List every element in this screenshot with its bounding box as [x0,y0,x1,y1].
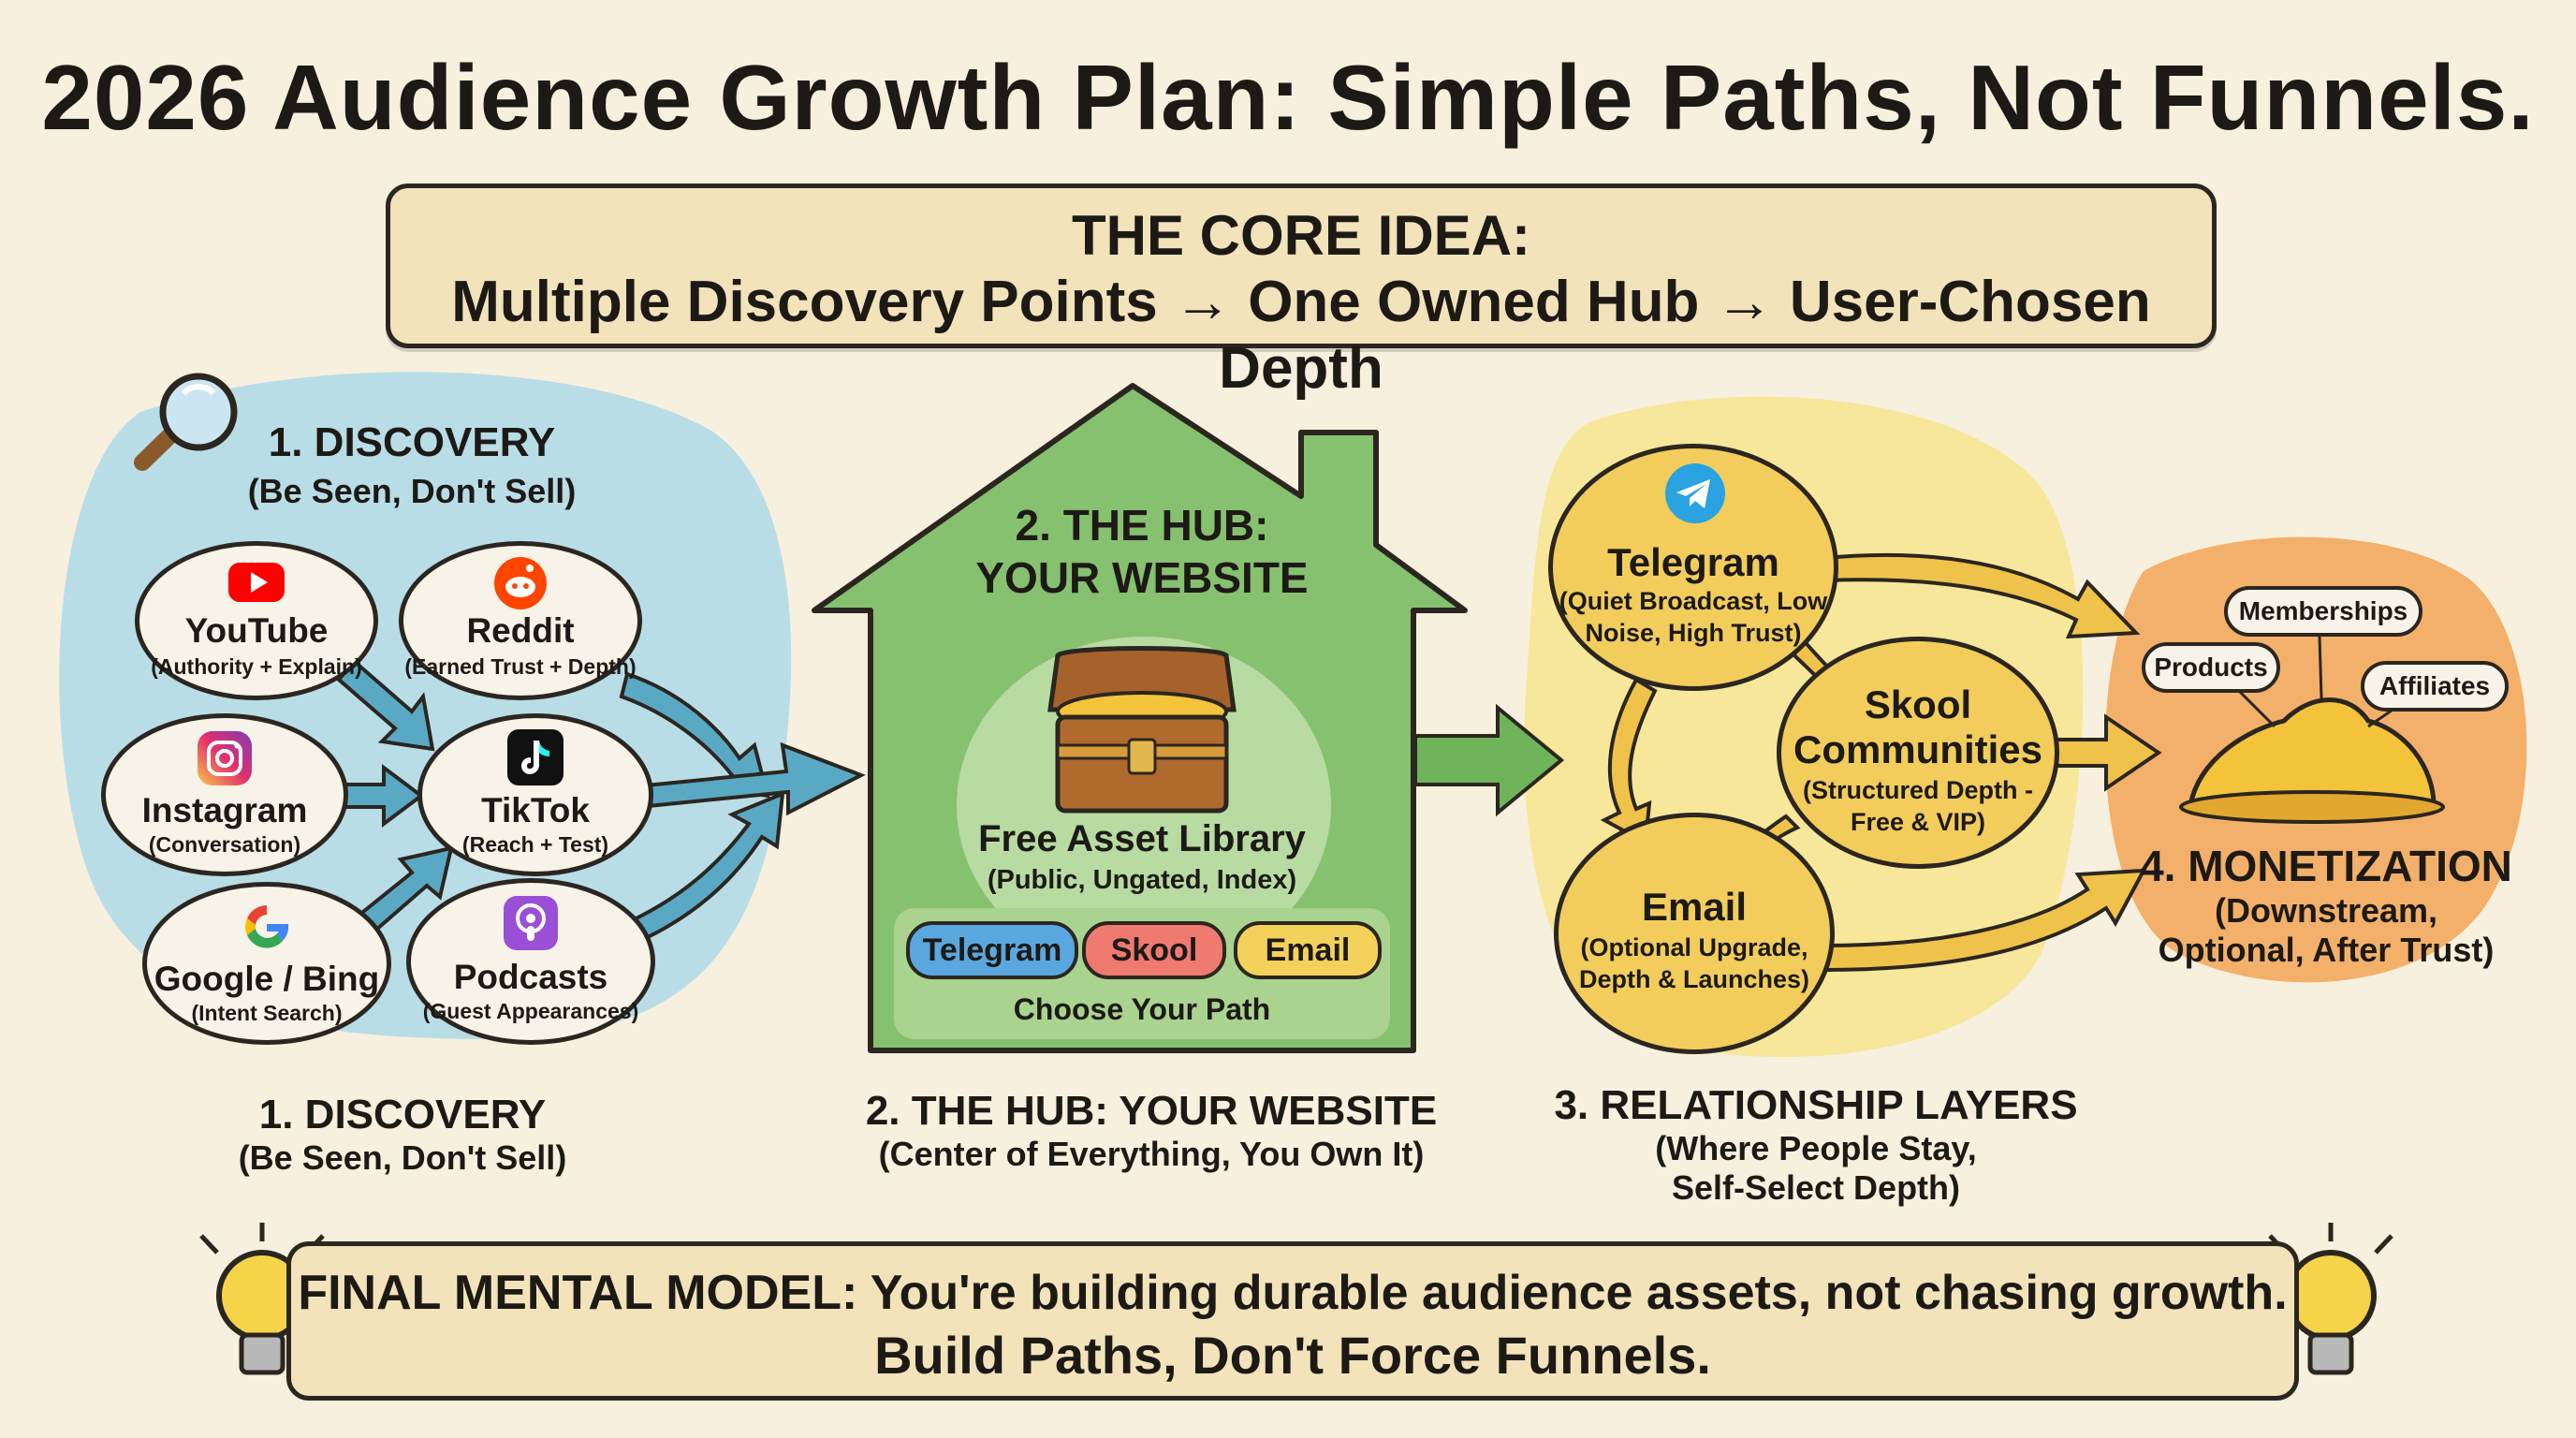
relationship-footer-title: 3. RELATIONSHIP LAYERS [1554,1082,2078,1128]
arrow-hub-relationship [1413,703,1565,817]
channel-name: TikTok [481,791,590,829]
library-desc: (Public, Ungated, Index) [987,865,1297,895]
core-idea-flow: Multiple Discovery Points → One Owned Hu… [451,270,2151,401]
channel-desc: (Conversation) [148,832,301,857]
channel-desc: (Guest Appearances) [422,999,639,1023]
core-idea-heading: THE CORE IDEA: [1071,204,1531,267]
channel-name: Google / Bing [154,960,380,998]
tag-products: Products [2142,642,2280,693]
discovery-arrows [336,658,866,950]
arrow-email-monetization [1823,868,2147,973]
telegram-name: Telegram [1607,540,1779,584]
magnifier-icon [134,373,238,471]
channel-google-bing: Google / Bing (Intent Search) [142,882,391,1045]
monetization-title: 4. MONETIZATION [2140,842,2512,890]
channel-youtube: YouTube (Authority + Explain) [135,541,378,700]
email-desc-line2: Depth & Launches) [1578,965,1810,993]
coin-pile-icon [2179,636,2445,824]
treasure-chest-icon [1047,646,1237,814]
telegram-desc-line1: (Quiet Broadcast, Low [1559,587,1828,615]
lightbulb-icon-right [2268,1223,2393,1375]
skool-desc-line2: Free & VIP) [1850,808,1986,836]
telegram-circle: Telegram (Quiet Broadcast, Low Noise, Hi… [1548,444,1838,691]
discovery-subtitle: (Be Seen, Don't Sell) [247,472,577,510]
channel-reddit: Reddit (Earned Trust + Depth) [399,541,642,700]
channel-name: Instagram [141,791,308,829]
final-line1: FINAL MENTAL MODEL: You're building dura… [298,1266,2288,1320]
arrow-podcasts-hub [615,790,785,950]
channel-desc: (Intent Search) [191,1001,343,1025]
core-idea-box: THE CORE IDEA: Multiple Discovery Points… [386,183,2217,401]
channel-desc: (Reach + Test) [461,832,609,857]
skool-name-line2: Communities [1793,727,2043,771]
email-desc-line1: (Optional Upgrade, [1580,933,1808,961]
library-title: Free Asset Library [978,818,1306,859]
hub-footer-title: 2. THE HUB: YOUR WEBSITE [865,1088,1438,1134]
tiktok-icon [507,729,564,785]
monetization-subtitle-line1: (Downstream, [2214,891,2438,930]
final-line2: Build Paths, Don't Force Funnels. [874,1326,1711,1385]
hub-footer-subtitle: (Center of Everything, You Own It) [878,1135,1425,1173]
monetization-subtitle-line2: Optional, After Trust) [2158,931,2495,969]
arrow-telegram-monetization [1823,552,2141,639]
email-circle: Email (Optional Upgrade, Depth & Launche… [1554,813,1835,1054]
hub-title-line1: 2. THE HUB: [1015,501,1269,550]
discovery-title: 1. DISCOVERY [268,419,556,465]
final-mental-model-box: FINAL MENTAL MODEL: You're building dura… [286,1241,2299,1401]
arrow-instagram-tiktok [340,764,425,828]
skool-circle: Skool Communities (Structured Depth - Fr… [1777,637,2059,869]
tag-affiliates: Affiliates [2361,661,2509,712]
channel-name: Podcasts [453,958,608,996]
arrow-youtube-tiktok [336,658,435,752]
channel-instagram: Instagram (Conversation) [101,713,348,876]
telegram-desc-line2: Noise, High Trust) [1585,619,1802,647]
instagram-icon [198,731,252,785]
discovery-footer-title: 1. DISCOVERY [258,1092,547,1137]
discovery-footer-subtitle: (Be Seen, Don't Sell) [238,1138,567,1177]
google-icon [245,905,289,948]
path-skool-button[interactable]: Skool [1082,921,1226,979]
tag-memberships: Memberships [2224,586,2422,637]
podcasts-icon [504,896,558,950]
channel-name: Reddit [466,611,575,650]
hub-title-line2: YOUR WEBSITE [975,553,1309,602]
channel-podcasts: Podcasts (Guest Appearances) [406,878,655,1045]
telegram-icon [1665,463,1725,523]
skool-name-line1: Skool [1864,682,1972,726]
skool-desc-line1: (Structured Depth - [1803,776,2033,804]
choose-path-label: Choose Your Path [1013,992,1271,1026]
channel-tiktok: TikTok (Reach + Test) [417,713,653,876]
arrow-tiktok-hub [634,741,866,816]
path-email-button[interactable]: Email [1234,921,1382,979]
lightbulb-icon-left [199,1223,325,1375]
channel-desc: (Authority + Explain) [151,654,362,679]
email-name: Email [1641,885,1748,929]
path-telegram-button[interactable]: Telegram [906,921,1078,979]
relationship-footer-subtitle-line2: Self-Select Depth) [1671,1168,1961,1207]
relationship-footer-subtitle-line1: (Where People Stay, [1655,1129,1977,1167]
channel-name: YouTube [184,611,329,650]
youtube-icon [228,563,285,602]
reddit-icon [494,557,547,609]
channel-desc: (Earned Trust + Depth) [404,654,637,679]
page-title: 2026 Audience Growth Plan: Simple Paths,… [41,46,2535,149]
